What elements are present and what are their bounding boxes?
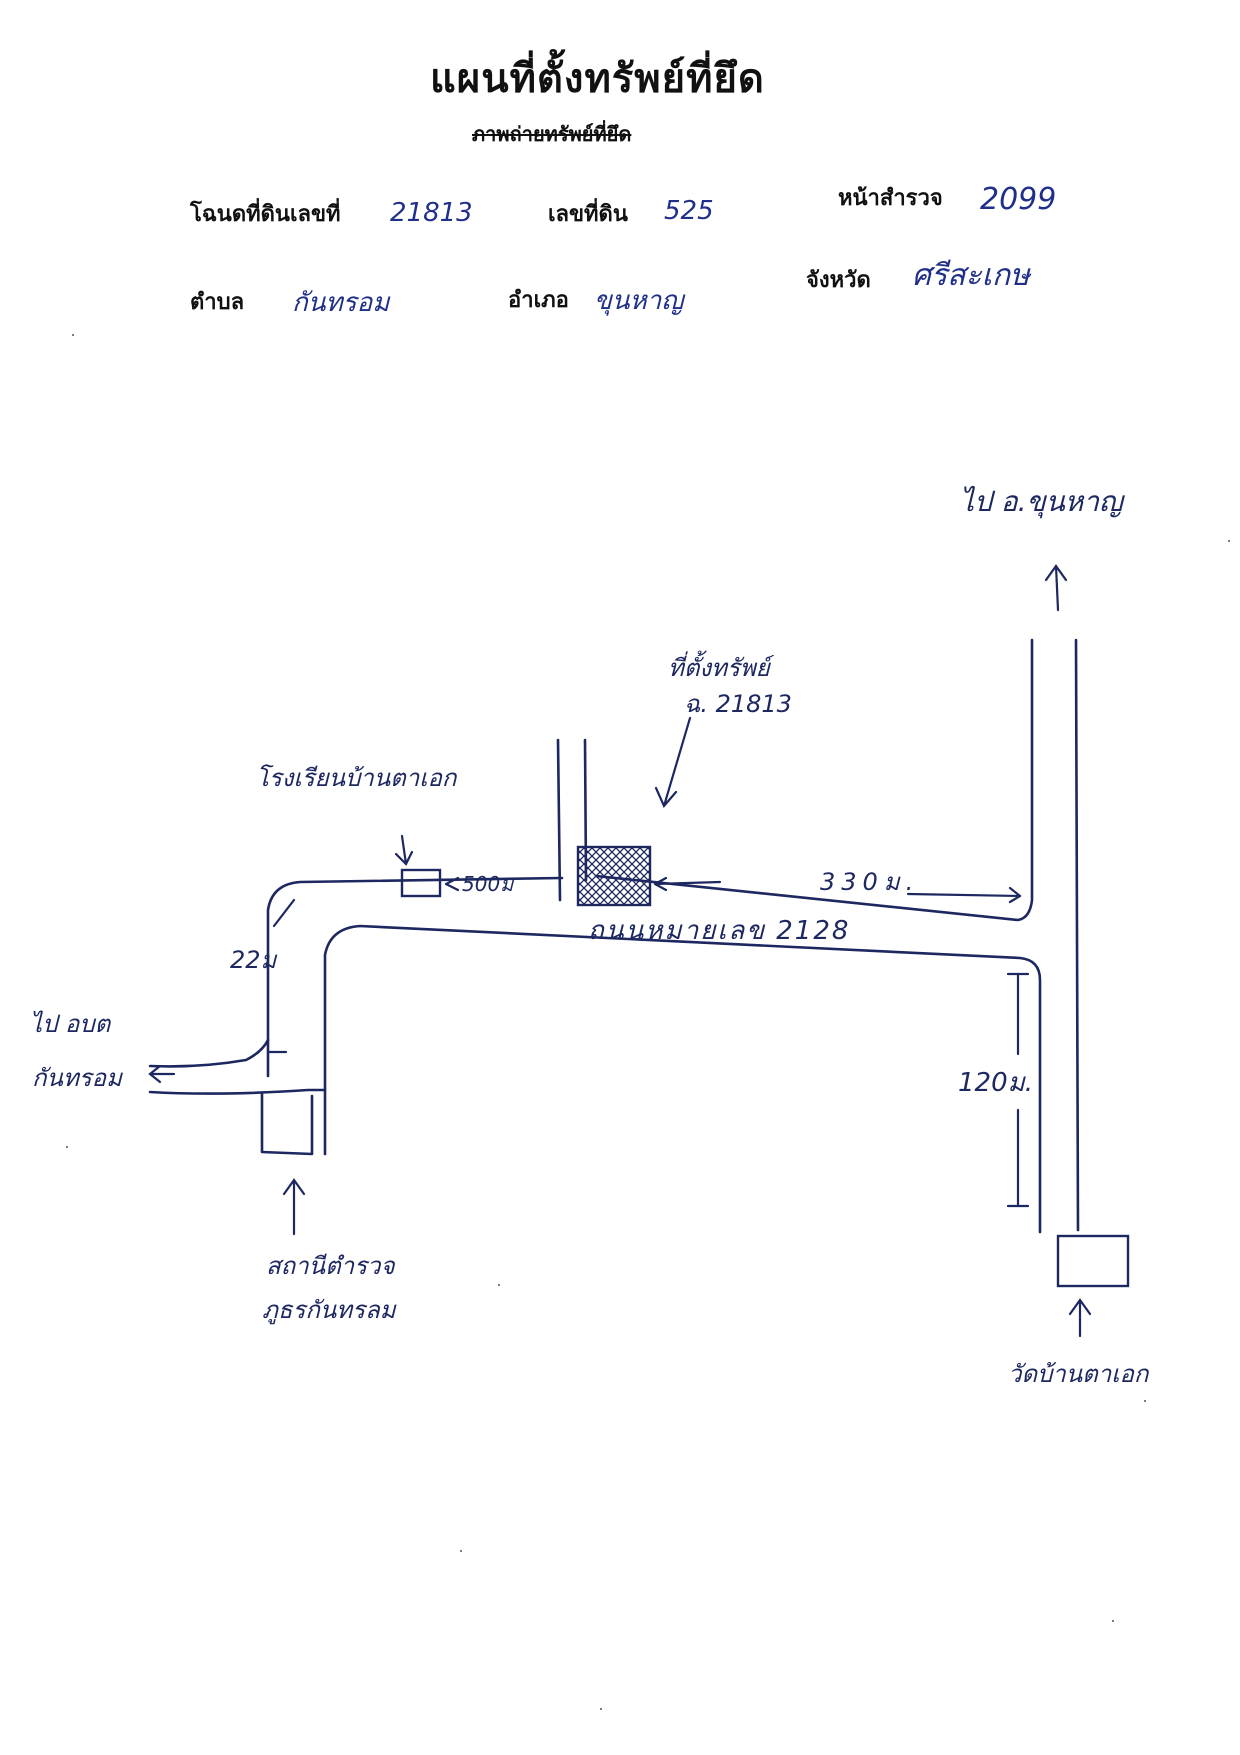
- label-dist-left: 22ม: [230, 946, 277, 974]
- road-2128-upper-edge-east: [594, 638, 1034, 922]
- label-temple: วัดบ้านตาเอก: [1008, 1360, 1149, 1388]
- province-value: ศรีสะเกษ: [912, 258, 1030, 293]
- dim-left-line: [266, 898, 296, 1054]
- land-no-label: เลขที่ดิน: [548, 201, 628, 227]
- arrow-to-school: [394, 834, 414, 866]
- dim-right-line: [1006, 972, 1030, 1208]
- road-2128-lower-edge: [323, 924, 1042, 1234]
- amphoe-label: อำเภอ: [508, 287, 569, 313]
- label-road-name: ถนนหมายเลข 2128: [588, 916, 851, 946]
- label-school: โรงเรียนบ้านตาเอก: [256, 764, 457, 792]
- map-title: แผนที่ตั้งทรัพย์ที่ยึด: [430, 55, 765, 102]
- label-to-tambon-line1: ไป อบต: [30, 1010, 111, 1038]
- scan-speck: [600, 1708, 602, 1710]
- province-label: จังหวัด: [806, 267, 871, 293]
- scan-speck: [1228, 540, 1230, 542]
- land-no-value: 525: [664, 196, 714, 226]
- side-road-west-edge: [556, 738, 562, 902]
- survey-value: 2099: [980, 182, 1057, 217]
- scan-speck: [1112, 1620, 1114, 1622]
- deed-label: โฉนดที่ดินเลขที่: [190, 201, 341, 227]
- tambon-label: ตำบล: [190, 289, 245, 315]
- deed-value: 21813: [390, 198, 473, 228]
- scan-speck: [1144, 1400, 1146, 1402]
- arrow-to-khunhan: [1044, 564, 1068, 612]
- road-southwest-stub: [260, 1092, 314, 1156]
- arrow-to-tambon: [148, 1064, 176, 1084]
- arrow-to-police: [282, 1178, 306, 1236]
- road-east-upper: [1074, 638, 1080, 1232]
- label-dist-right: 120ม.: [958, 1068, 1034, 1098]
- scan-speck: [498, 1284, 500, 1286]
- arrow-to-temple: [1068, 1298, 1092, 1338]
- label-to-tambon-line2: กันทรอม: [32, 1064, 122, 1092]
- scan-speck: [72, 334, 74, 336]
- arrow-to-property: [654, 716, 692, 809]
- label-police-line1: สถานีตำรวจ: [266, 1252, 395, 1280]
- school-marker: [400, 868, 442, 898]
- scan-speck: [66, 1146, 68, 1148]
- road-west-lower: [148, 1088, 327, 1095]
- road-west-upper: [148, 1038, 270, 1068]
- scan-speck: [460, 1550, 462, 1552]
- label-dist-property: 330ม.: [820, 868, 920, 896]
- label-property-line1: ที่ตั้งทรัพย์: [668, 654, 770, 682]
- property-parcel: [576, 845, 652, 907]
- road-2128-upper-edge: [266, 876, 564, 1078]
- temple-marker: [1056, 1234, 1130, 1288]
- label-dist-school: 500ม: [462, 872, 514, 896]
- dim-property-line: [653, 876, 1022, 904]
- label-police-line2: ภูธรกันทรลม: [262, 1296, 396, 1324]
- label-property-line2: ฉ. 21813: [684, 690, 792, 718]
- survey-label: หน้าสำรวจ: [838, 185, 943, 211]
- dim-school-arrowhead: [444, 876, 460, 892]
- struck-out-title: ภาพถ่ายทรัพย์ที่ยึด: [472, 122, 632, 146]
- label-to-khunhan: ไป อ.ขุนหาญ: [960, 485, 1123, 518]
- amphoe-value: ขุนหาญ: [594, 286, 684, 316]
- tambon-value: กันทรอม: [292, 288, 390, 318]
